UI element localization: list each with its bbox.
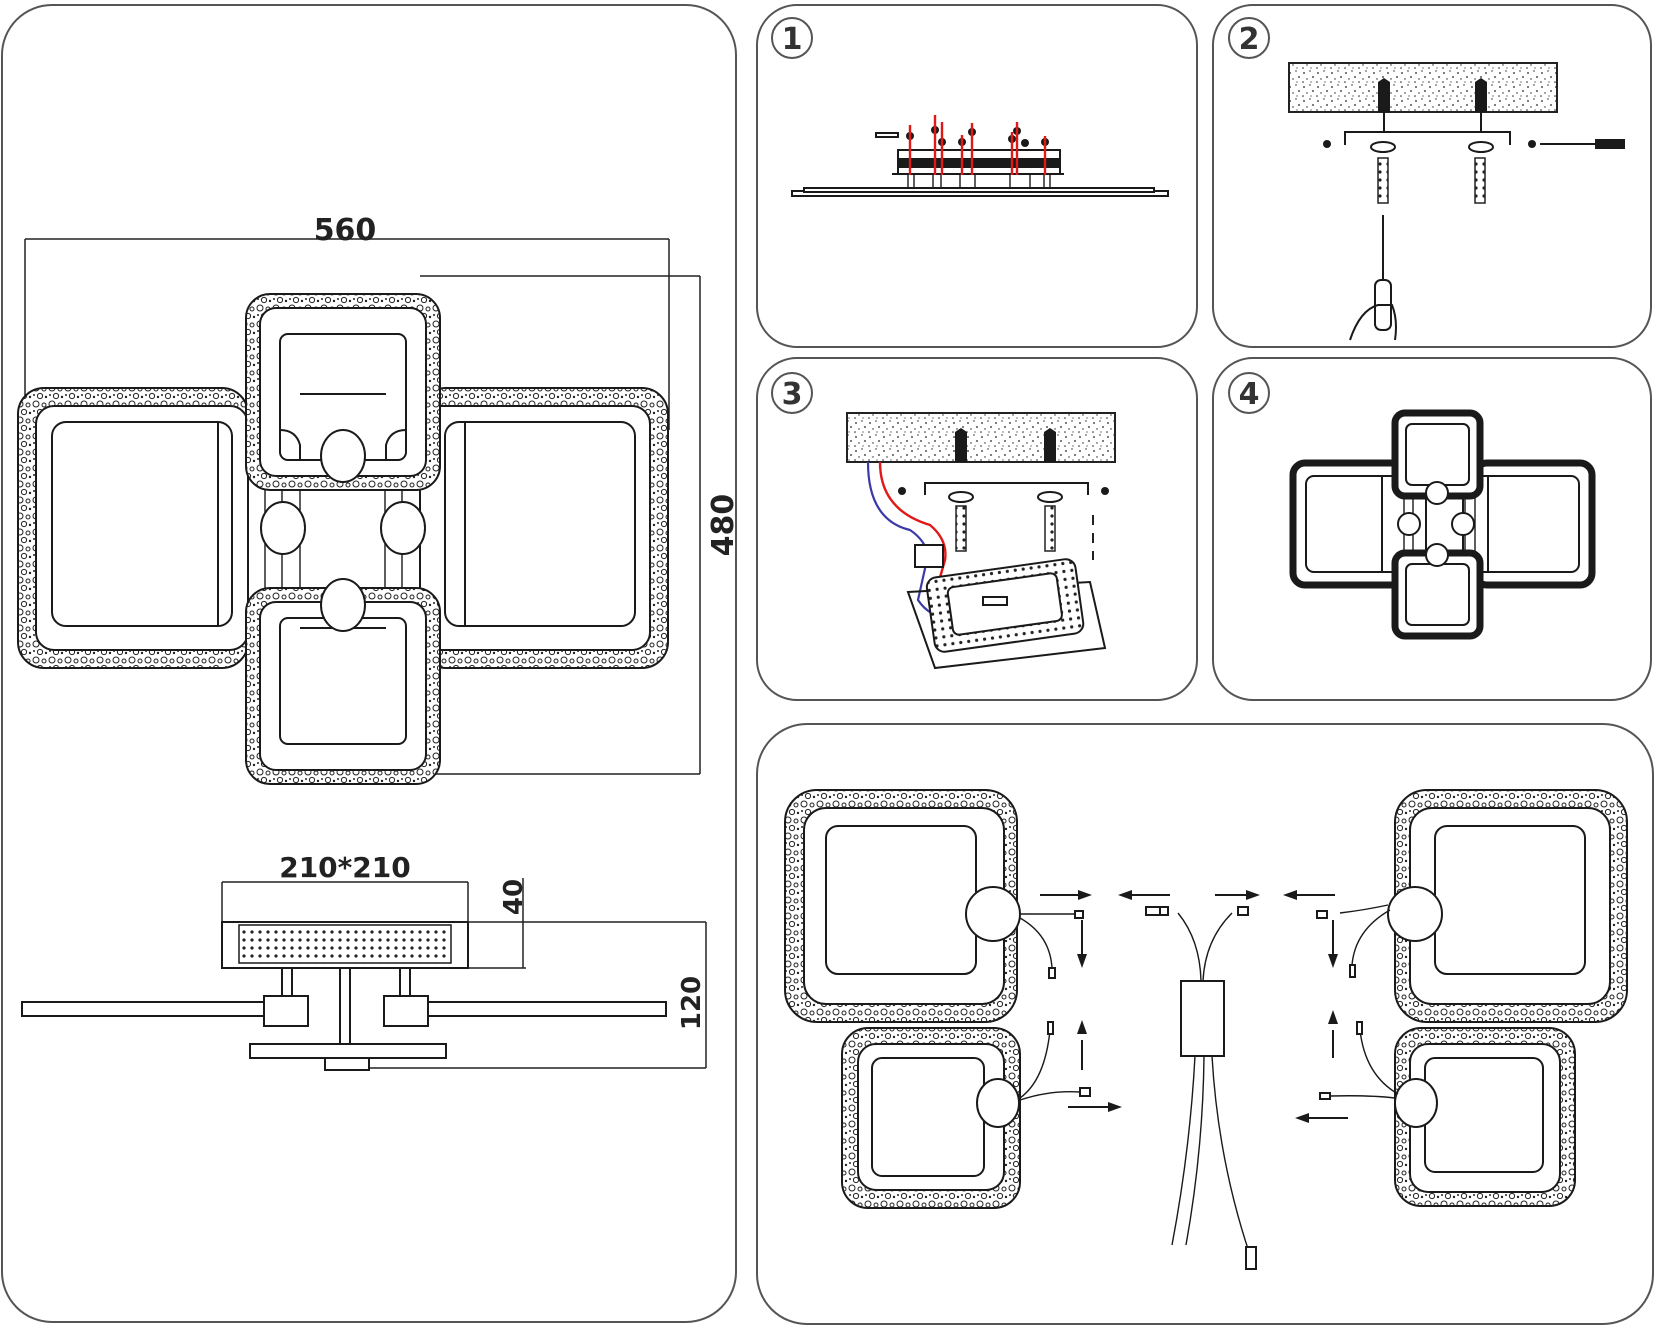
screw-icon [1377,157,1389,204]
arrow-left-icon [1118,890,1170,900]
height-dimension-label: 480 [706,494,741,557]
arrow-left-icon [1295,1113,1348,1123]
light-module-bottom-left [841,1027,1021,1209]
screw-guide-lines [908,115,1047,175]
screwdriver-icon [1595,139,1625,149]
ceiling-icon [1288,62,1558,113]
arrow-up-icon [1077,1020,1087,1070]
hand-icon [1349,304,1397,341]
step-1-badge [771,17,813,59]
terminal-block-icon [914,544,944,568]
base-height-label: 40 [499,879,529,915]
ceiling-mount-drawing [1288,62,1625,341]
wall-plug-icon [1378,78,1390,112]
step-3-panel: 3 [756,357,1198,701]
arrow-up-icon [1328,1010,1338,1058]
driver-unit [1145,906,1257,1270]
arrow-down-icon [1328,920,1338,968]
step-2-number: 2 [1239,22,1260,57]
arrow-left-icon [1283,890,1335,900]
assembled-fixture-drawing [1289,409,1596,640]
wrench-icon [875,132,899,138]
light-module-top-left [784,789,1021,1023]
arrow-down-icon [1077,920,1087,968]
arm-assembly-drawing [791,115,1169,197]
step-4-number: 4 [1239,377,1260,412]
total-height-label: 120 [677,976,707,1030]
wiring-panel [756,723,1654,1325]
top-view-drawing: 560 480 [17,213,741,785]
base-size-label: 210*210 [279,851,411,884]
light-module-bottom-right [1394,1027,1576,1207]
step-1-panel: 1 [756,4,1198,348]
arrow-right-icon [1215,890,1260,900]
arrow-right-icon [1068,1102,1122,1112]
module-leads [1019,904,1399,1101]
power-plug-icon [1245,1246,1257,1270]
mounting-bracket [1344,131,1511,145]
side-view-drawing: 210*210 40 120 [21,851,707,1071]
dimensions-panel: 560 480 [1,4,741,1323]
step-4-panel: 4 [1212,357,1652,701]
led-driver-box [1180,980,1225,1057]
arrow-right-icon [1040,890,1092,900]
step-1-number: 1 [782,22,803,57]
step-2-panel: 2 [1212,4,1652,348]
width-dimension-label: 560 [314,213,377,248]
step-3-number: 3 [782,377,803,412]
light-module-top-right [1387,789,1628,1023]
connector-hub [965,886,1021,942]
wiring-connection-drawing [846,412,1116,670]
direction-arrows [1040,890,1348,1123]
